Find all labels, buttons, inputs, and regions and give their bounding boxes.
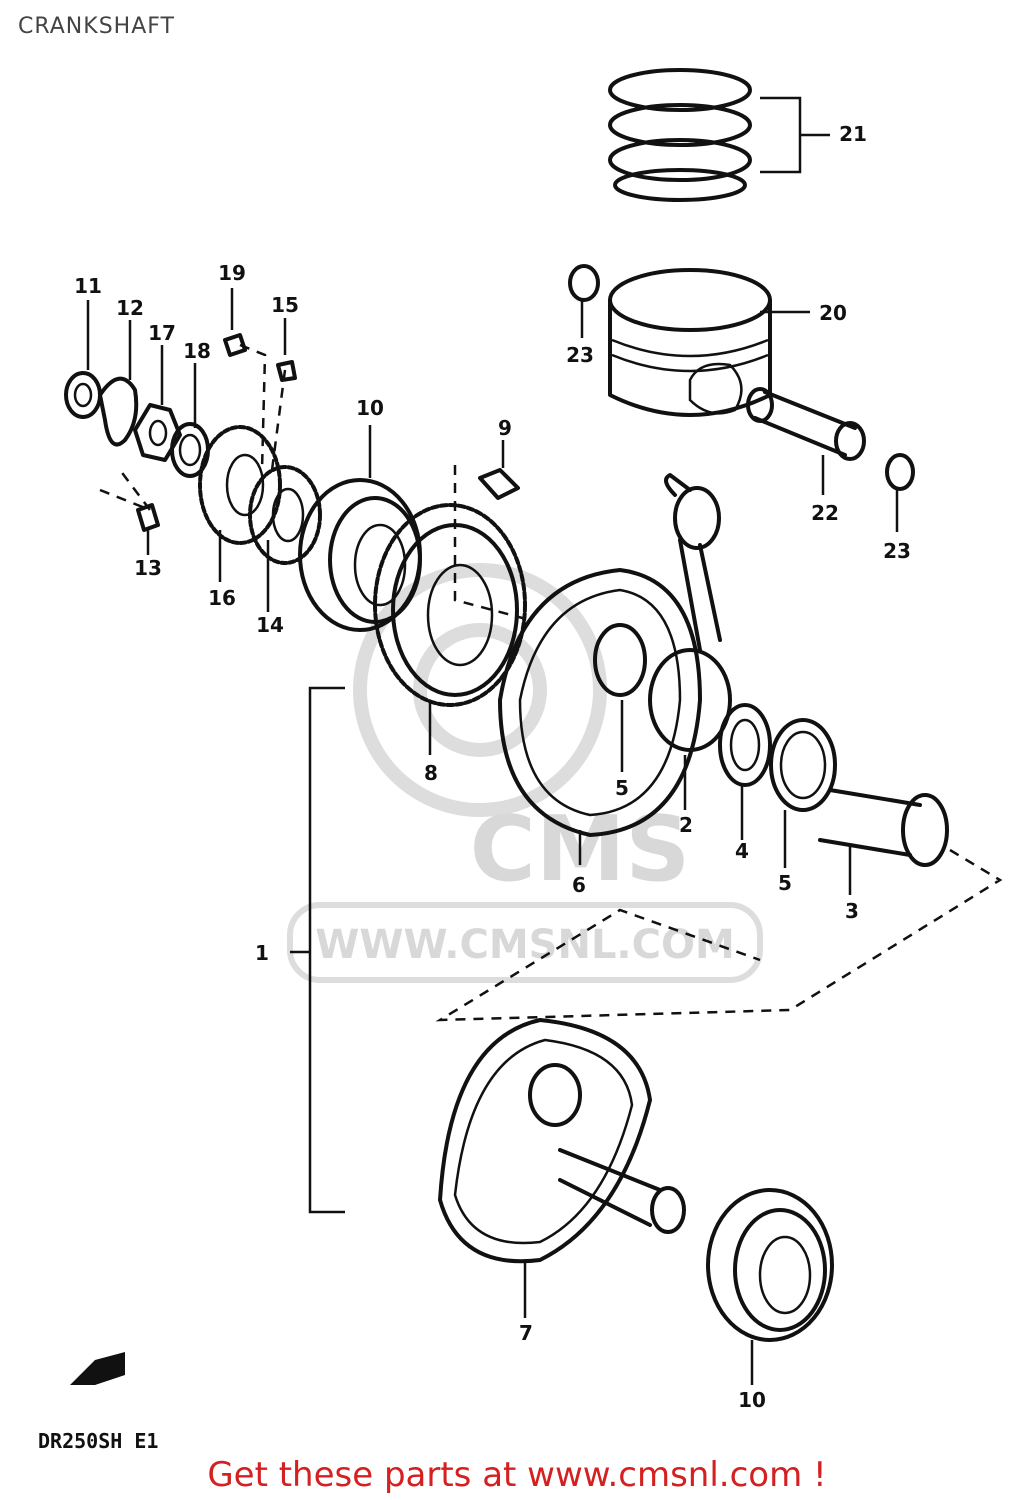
bearing-bottom <box>706 1188 834 1385</box>
crank-web-right <box>498 568 702 865</box>
primary-gear <box>373 503 527 755</box>
page-title: CRANKSHAFT <box>18 14 175 39</box>
callout-19: 19 <box>218 261 246 285</box>
woodruff-key <box>453 440 531 622</box>
bolt <box>99 469 160 555</box>
callout-21: 21 <box>839 122 867 146</box>
bearing-top <box>298 425 422 632</box>
callout-23b: 23 <box>883 539 911 563</box>
watermark-url: WWW.CMSNL.COM <box>315 922 735 968</box>
crank-web-left <box>438 1018 686 1318</box>
thrust-washer <box>769 718 837 868</box>
callout-9: 9 <box>498 416 512 440</box>
left-stack <box>64 300 210 478</box>
piston <box>608 268 810 417</box>
piston-rings <box>608 68 830 202</box>
callout-3: 3 <box>845 899 859 923</box>
callout-7: 7 <box>519 1321 533 1345</box>
needle-bearing <box>718 703 772 840</box>
callout-8: 8 <box>424 761 438 785</box>
gears <box>198 425 322 612</box>
callout-12: 12 <box>116 296 144 320</box>
front-arrow-icon <box>70 1352 125 1385</box>
callout-20: 20 <box>819 301 847 325</box>
callout-11: 11 <box>74 274 102 298</box>
callout-2: 2 <box>679 813 693 837</box>
watermark: CMS WWW.CMSNL.COM <box>287 563 763 983</box>
circlips <box>568 264 915 532</box>
connecting-rod <box>593 473 732 810</box>
callout-6: 6 <box>572 873 586 897</box>
callout-10b: 10 <box>738 1388 766 1412</box>
callout-18: 18 <box>183 339 211 363</box>
piston-pin <box>746 387 866 495</box>
callout-16: 16 <box>208 586 236 610</box>
callout-15: 15 <box>271 293 299 317</box>
keys <box>223 288 297 471</box>
callout-17: 17 <box>148 321 176 345</box>
callout-14: 14 <box>256 613 284 637</box>
callout-23a: 23 <box>566 343 594 367</box>
callout-4: 4 <box>735 839 749 863</box>
callout-5b: 5 <box>778 871 792 895</box>
crank-pin <box>435 788 1003 1022</box>
footer-link-text[interactable]: Get these parts at www.cmsnl.com ! <box>207 1455 827 1495</box>
callout-1: 1 <box>255 941 269 965</box>
model-code: DR250SH E1 <box>38 1429 158 1453</box>
assembly-bracket <box>290 686 345 1214</box>
callout-22: 22 <box>811 501 839 525</box>
callout-10a: 10 <box>356 396 384 420</box>
callout-13: 13 <box>134 556 162 580</box>
callout-5a: 5 <box>615 776 629 800</box>
